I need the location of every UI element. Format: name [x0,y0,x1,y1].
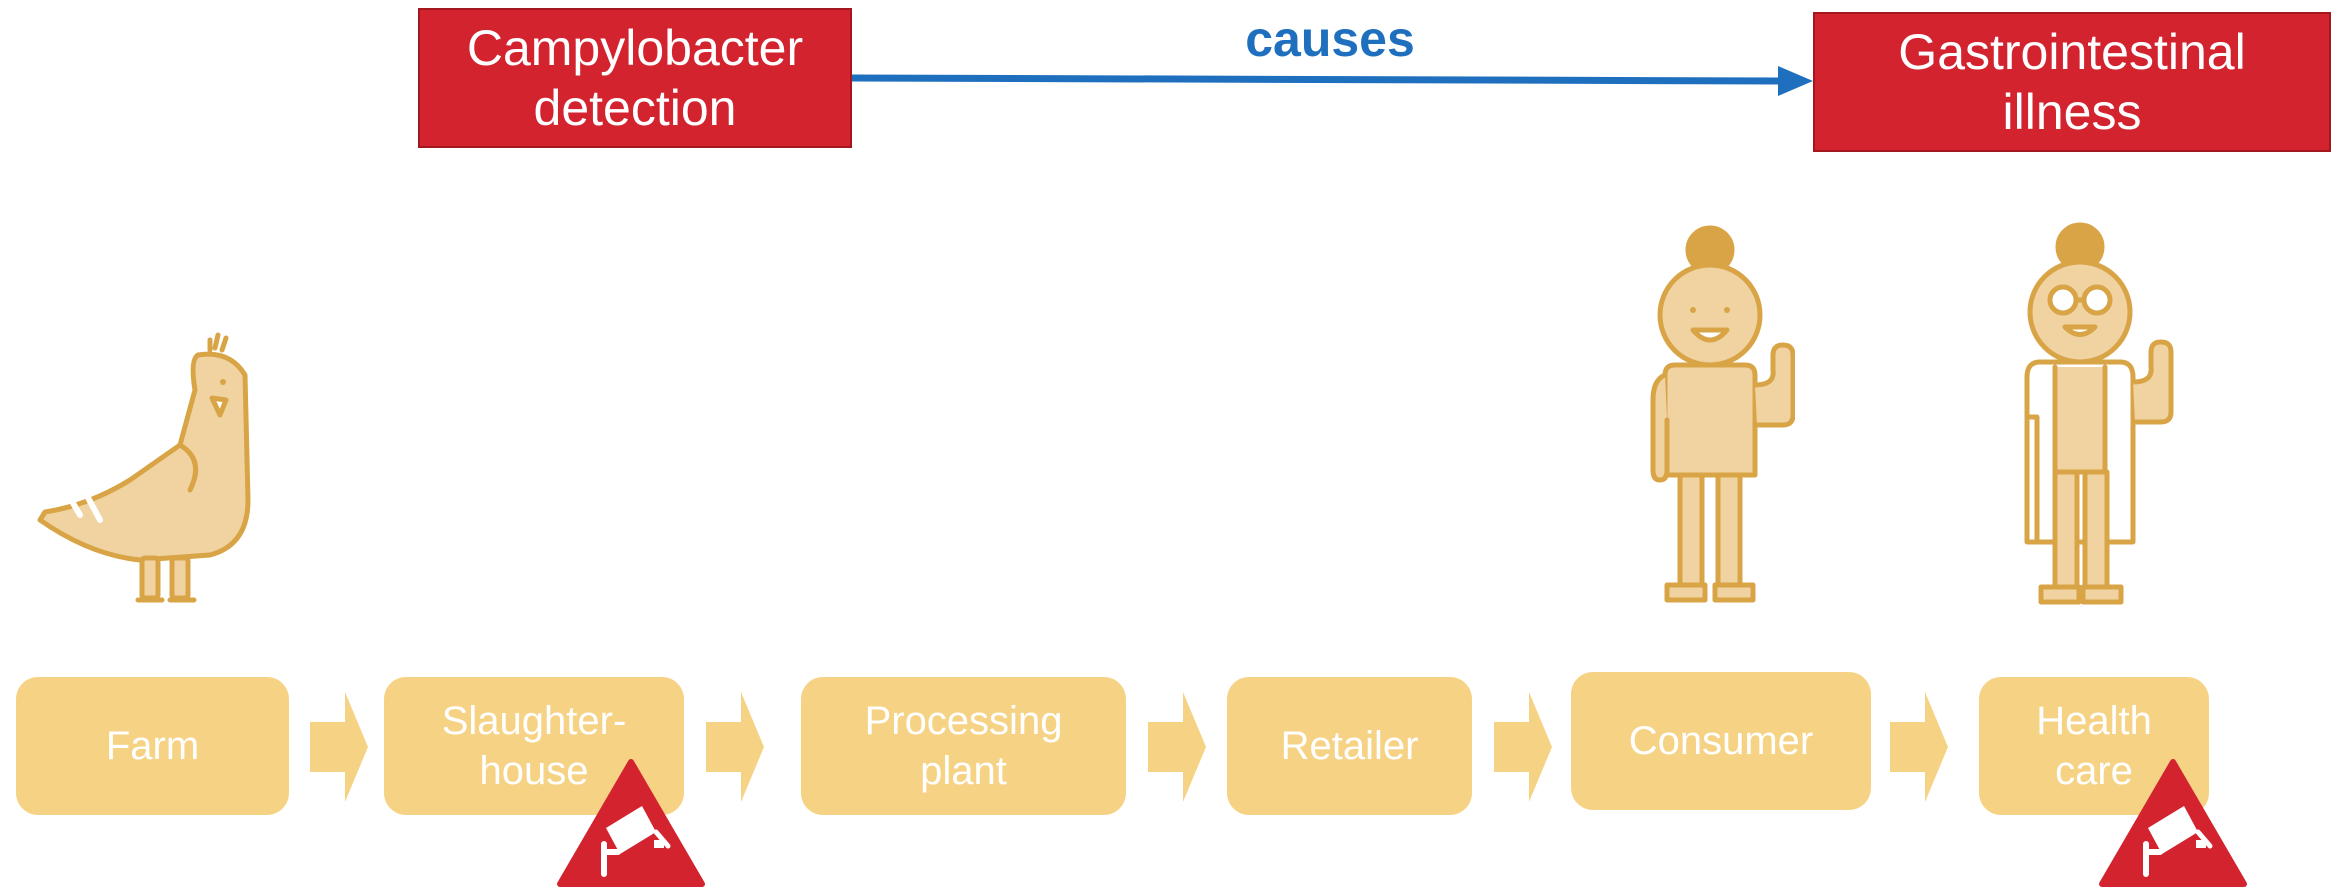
campylobacter-detection-label: Campylobacter detection [466,20,804,136]
stage-retailer: Retailer [1227,677,1472,815]
surveillance-camera-warning-icon-2 [2099,759,2247,887]
stage-processing-plant-label: Processing plant [864,699,1063,793]
chicken-icon [37,332,251,603]
doctor-icon [2024,222,2174,605]
causes-label: causes [1245,11,1415,67]
flow-arrow-3 [1148,692,1206,802]
gastrointestinal-illness-label: Gastrointestinal illness [1898,24,2246,140]
surveillance-camera-warning-icon [557,759,705,887]
flow-arrow-1 [310,692,368,802]
stage-farm: Farm [16,677,289,815]
flow-arrow-4 [1494,692,1552,802]
stage-slaughterhouse-label: Slaughter- house [441,699,627,793]
stage-retailer-label: Retailer [1280,724,1419,768]
stage-consumer-label: Consumer [1628,719,1814,763]
stage-farm-label: Farm [105,724,200,768]
flow-arrow-5 [1890,692,1948,802]
causes-arrow [851,66,1813,96]
stage-health-care-label: Health care [2036,699,2152,793]
stage-consumer: Consumer [1571,672,1871,810]
stage-slaughterhouse: Slaughter- house [384,677,684,815]
person-icon [1650,225,1795,603]
gastrointestinal-illness-box: Gastrointestinal illness [1813,12,2331,152]
campylobacter-detection-box: Campylobacter detection [418,8,852,148]
stage-processing-plant: Processing plant [801,677,1126,815]
flow-arrow-2 [706,692,764,802]
